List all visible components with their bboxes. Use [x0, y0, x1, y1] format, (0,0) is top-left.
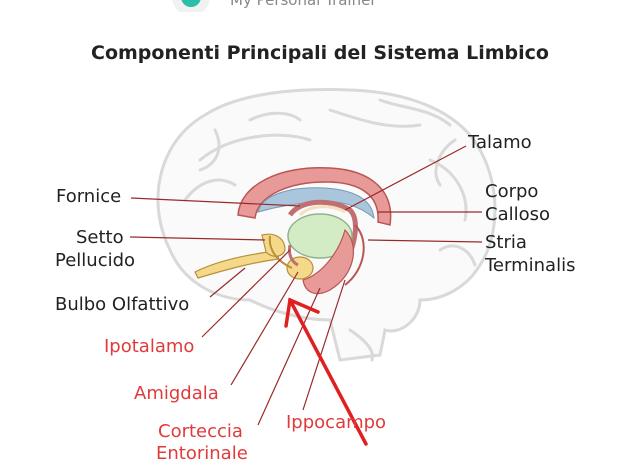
- label-ippocampo: Ippocampo: [286, 412, 387, 433]
- label-terminalis: Terminalis: [485, 255, 576, 276]
- label-talamo: Talamo: [468, 132, 532, 153]
- label-bulbo-olfattivo: Bulbo Olfattivo: [55, 294, 190, 315]
- label-stria: Stria: [485, 232, 527, 253]
- label-setto: Setto: [76, 227, 124, 248]
- ippocampo-structure: [302, 228, 354, 295]
- label-corteccia: Corteccia: [158, 421, 243, 442]
- label-corpo: Corpo: [485, 181, 539, 202]
- setto-structure: [261, 233, 286, 257]
- label-calloso: Calloso: [485, 204, 551, 225]
- label-amigdala: Amigdala: [134, 383, 219, 404]
- top-bar: My Personal Trainer: [0, 0, 620, 12]
- label-fornice: Fornice: [56, 186, 122, 207]
- leader-lines: [129, 145, 483, 426]
- logo-icon: [181, 0, 201, 7]
- diagram-title: Componenti Principali del Sistema Limbic…: [91, 42, 549, 64]
- talamo-structure: [287, 213, 353, 259]
- label-entorinale: Entorinale: [156, 443, 248, 464]
- annotation-arrow: [284, 297, 368, 446]
- site-logo[interactable]: [172, 0, 210, 12]
- corpo-calloso: [237, 166, 392, 226]
- label-ipotalamo: Ipotalamo: [104, 336, 195, 357]
- label-pellucido: Pellucido: [55, 250, 136, 271]
- site-name[interactable]: My Personal Trainer: [230, 0, 377, 9]
